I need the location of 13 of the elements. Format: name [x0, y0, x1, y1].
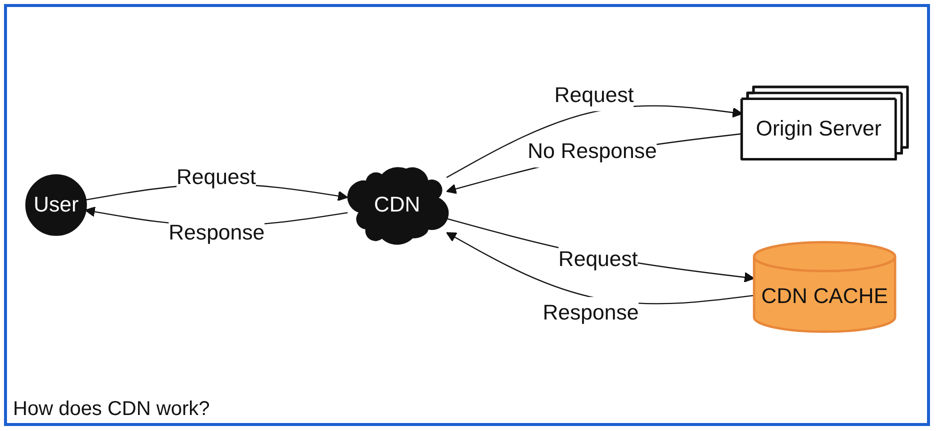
edge-label: Response: [168, 220, 265, 244]
arrow: [446, 105, 743, 178]
arrow: [446, 218, 755, 282]
edge-label: No Response: [528, 139, 657, 163]
diagram-frame: Request Response Request No Response Request Response User CDN Origin Server CDN CACHE How does CDN work?: [4, 4, 930, 426]
node-circle: [25, 174, 87, 236]
arrow: [446, 133, 742, 194]
edge-label: Request: [176, 164, 256, 189]
edge-label: Response: [542, 300, 639, 324]
arrow: [446, 232, 754, 304]
edge-label: Request: [554, 82, 634, 107]
caption: How does CDN work?: [12, 398, 210, 422]
edge-label: Request: [558, 247, 638, 271]
